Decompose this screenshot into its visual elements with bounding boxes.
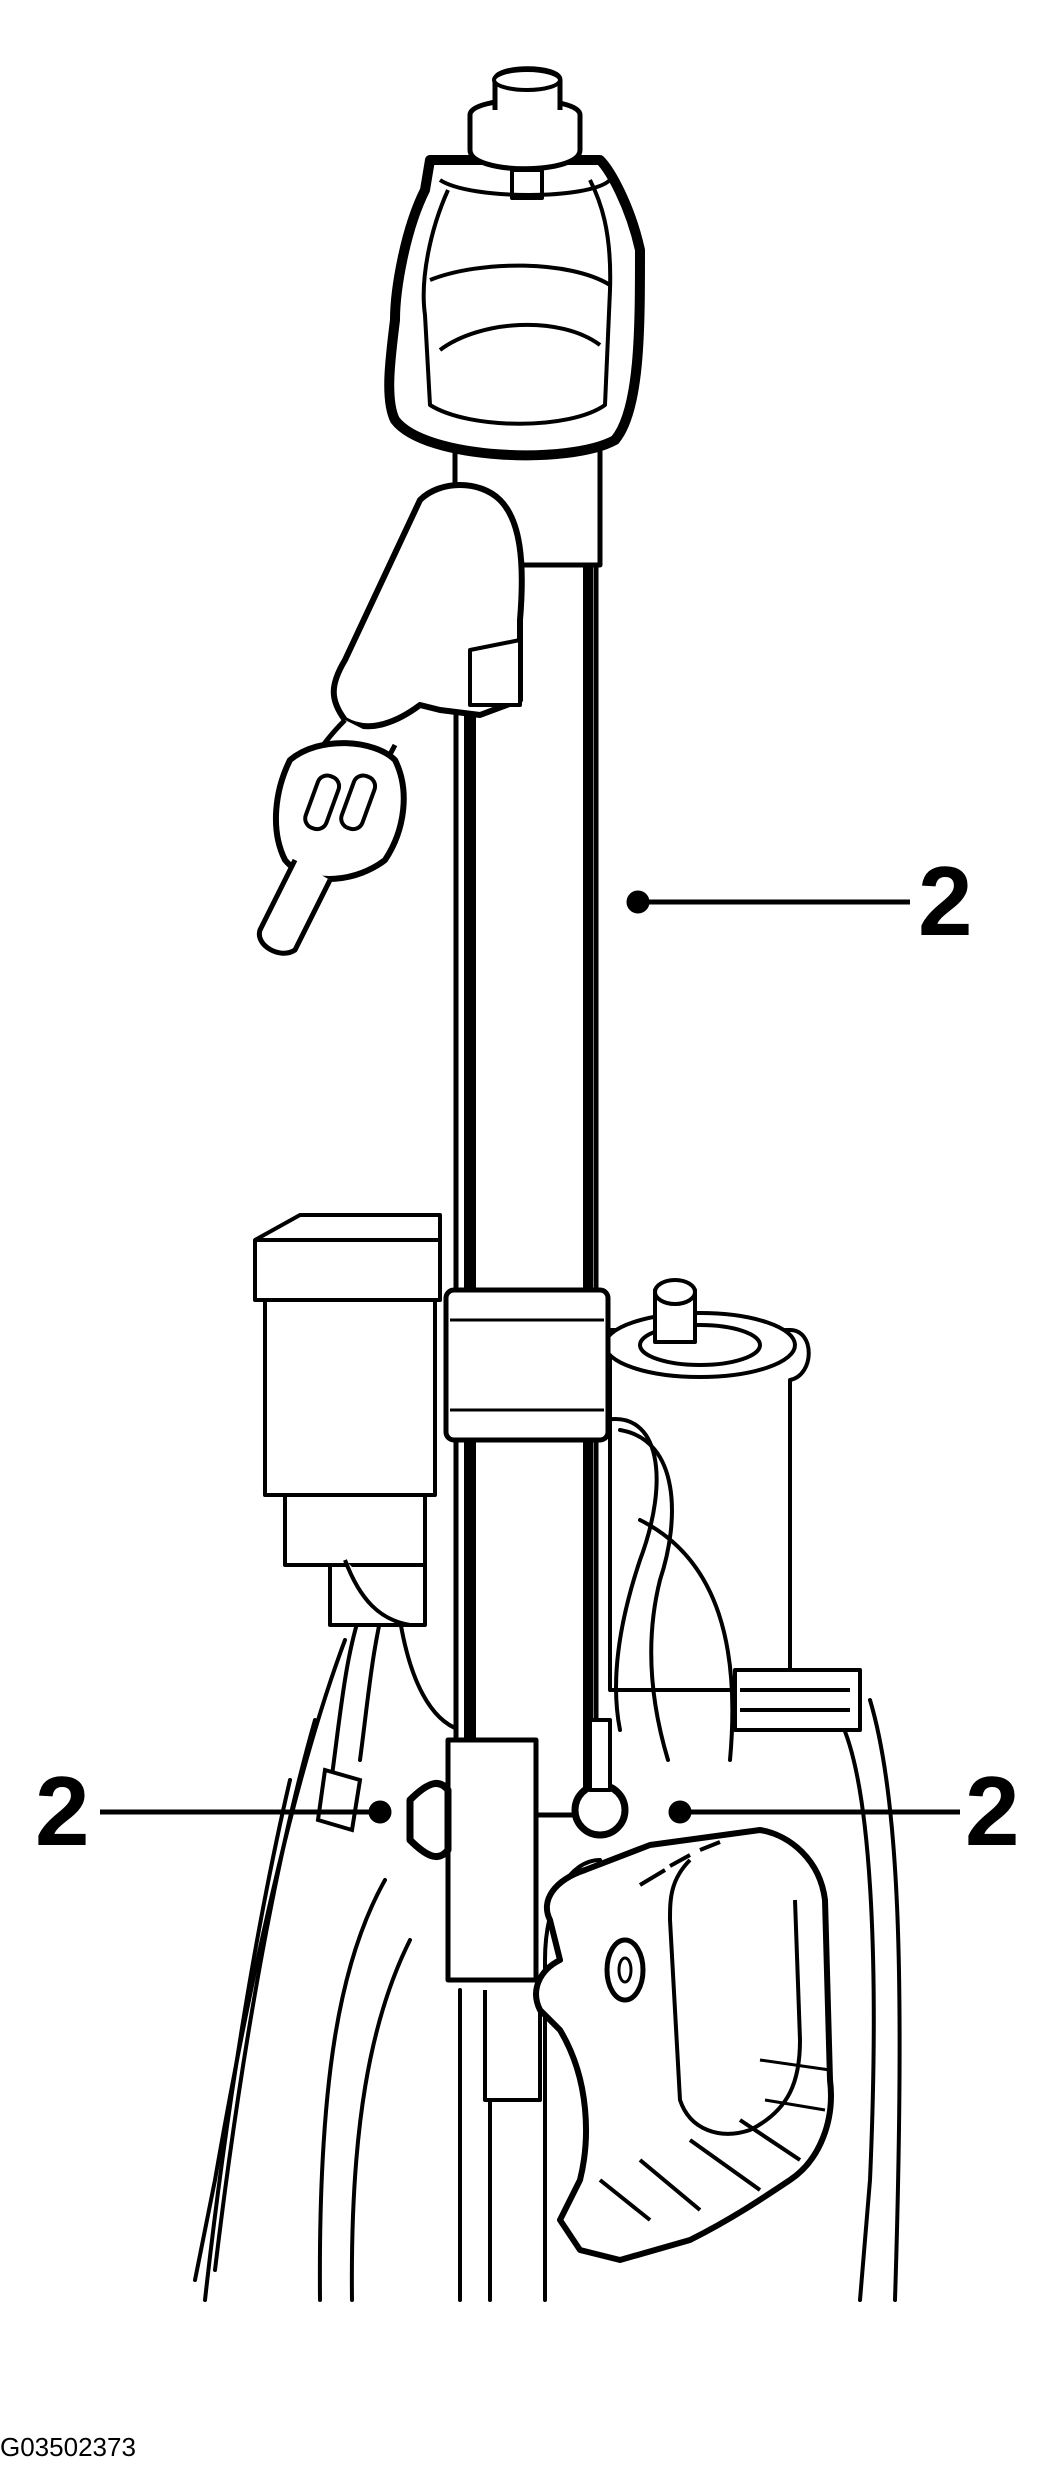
control-module — [533, 1827, 834, 2263]
mast-base-bracket — [406, 1718, 629, 2102]
housing-outline — [193, 1638, 902, 2302]
callout-dot-3 — [668, 1800, 692, 1824]
callout-label-1: 2 — [918, 846, 973, 956]
callout-leaders — [100, 890, 960, 1824]
callout-label-2: 2 — [35, 1756, 90, 1866]
mast-top-cap — [384, 66, 645, 461]
callout-dot-1 — [626, 890, 650, 914]
motor-housing — [603, 1278, 862, 1732]
connector-box — [253, 1213, 442, 1627]
coax-connector-arm — [256, 482, 525, 956]
callout-label-3: 2 — [965, 1756, 1020, 1866]
ground-wire — [603, 1417, 735, 1762]
callout-dot-2 — [368, 1800, 392, 1824]
figure-id: G03502373 — [0, 2432, 136, 2462]
